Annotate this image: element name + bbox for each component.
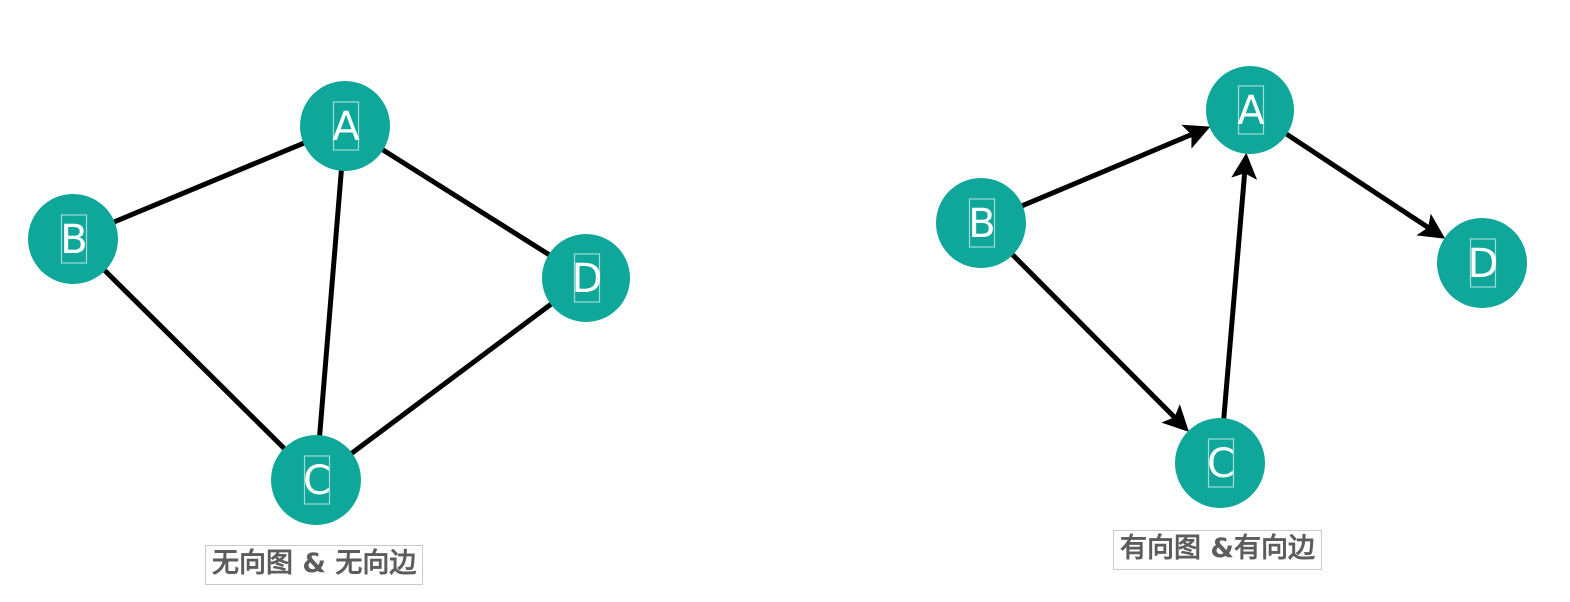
undirected-edge-A-D: [373, 142, 559, 262]
directed-node-a[interactable]: A: [1206, 66, 1294, 154]
nodes-group: A B C D A B C D: [28, 66, 1527, 525]
node-label-box-d: [1469, 238, 1497, 288]
directed-node-d[interactable]: D: [1437, 218, 1527, 308]
directed-edge-B-A: [1015, 124, 1211, 211]
undirected-edge-C-D: [342, 296, 561, 462]
undirected-edge-A-C: [316, 160, 345, 446]
directed-edge-B-C: [1006, 248, 1189, 432]
undirected-node-a[interactable]: A: [300, 81, 390, 171]
node-label-a: A: [1237, 88, 1265, 134]
node-label-box-c: [303, 455, 331, 505]
node-label-d: D: [572, 256, 603, 302]
node-label-box-b: [60, 214, 88, 264]
node-circle-b: [936, 178, 1026, 268]
node-circle-d: [542, 234, 630, 322]
undirected-edge-B-C: [96, 261, 293, 458]
node-label-box-a: [1237, 85, 1265, 135]
node-label-b: B: [60, 217, 87, 263]
node-circle-c: [1175, 418, 1265, 508]
undirected-node-c[interactable]: C: [271, 435, 361, 525]
directed-node-b[interactable]: B: [936, 178, 1026, 268]
caption-directed-graph: 有向图 &有向边: [1113, 530, 1322, 570]
node-label-c: C: [303, 458, 331, 504]
edges-group: [96, 124, 1446, 462]
node-circle-d: [1437, 218, 1527, 308]
undirected-edge-A-B: [104, 137, 314, 228]
node-circle-c: [271, 435, 361, 525]
node-label-box-c: [1207, 438, 1235, 488]
node-label-box-a: [332, 101, 360, 151]
node-label-a: A: [332, 104, 360, 150]
node-label-c: C: [1207, 441, 1235, 487]
undirected-node-d[interactable]: D: [542, 234, 630, 322]
directed-node-c[interactable]: C: [1175, 418, 1265, 508]
directed-edge-A-D: [1280, 128, 1446, 239]
node-circle-b: [28, 194, 118, 284]
undirected-node-b[interactable]: B: [28, 194, 118, 284]
node-label-d: D: [1468, 241, 1499, 287]
node-circle-a: [300, 81, 390, 171]
node-label-box-b: [968, 198, 996, 248]
node-label-b: B: [968, 201, 995, 247]
directed-edge-C-A: [1220, 152, 1258, 425]
node-label-box-d: [573, 253, 601, 303]
caption-undirected-graph: 无向图 & 无向边: [205, 545, 424, 585]
node-circle-a: [1206, 66, 1294, 154]
